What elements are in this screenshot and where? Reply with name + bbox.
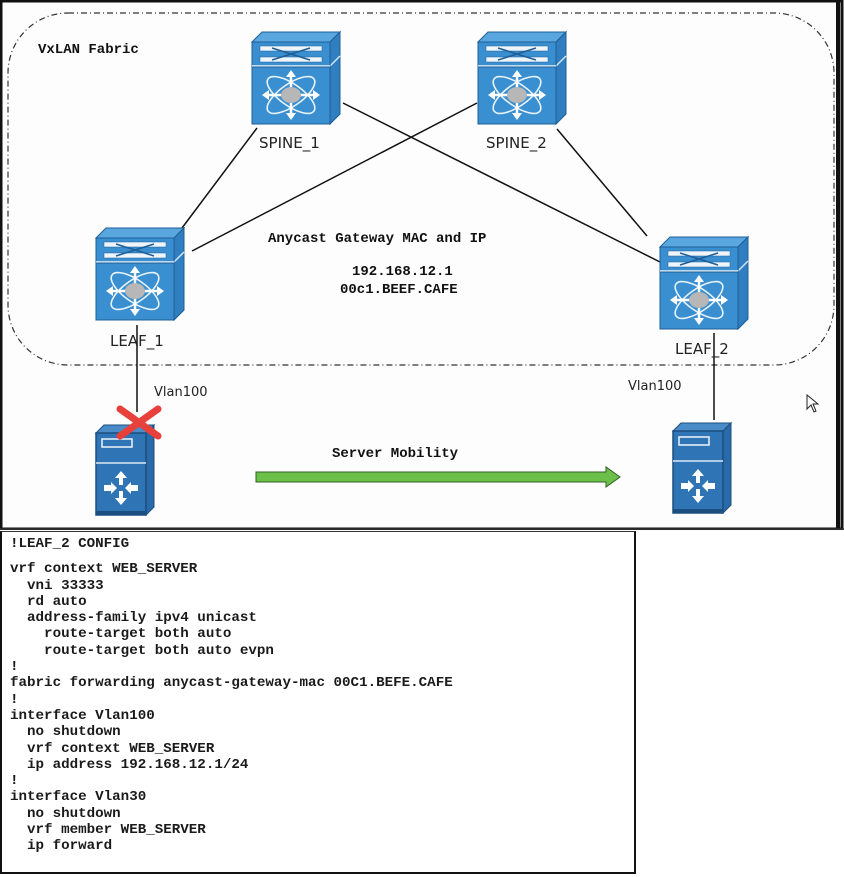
leaf1-label: LEAF_1 bbox=[110, 332, 164, 351]
leaf1-vlan-label: Vlan100 bbox=[154, 385, 208, 400]
link-spine1-leaf2 bbox=[342, 102, 661, 263]
fabric-label: VxLAN Fabric bbox=[38, 42, 139, 58]
mouse-pointer-icon bbox=[806, 394, 820, 413]
config-line: ip address 192.168.12.1/24 bbox=[10, 756, 249, 773]
config-line: no shutdown bbox=[10, 724, 121, 741]
spine1-label: SPINE_1 bbox=[259, 134, 320, 153]
config-code-block: !LEAF_2 CONFIG vrf context WEB_SERVER vni… bbox=[2, 532, 634, 855]
anycast-title: Anycast Gateway MAC and IP bbox=[268, 231, 487, 247]
leaf2-config-panel: !LEAF_2 CONFIG vrf context WEB_SERVER vni… bbox=[0, 531, 636, 874]
config-line: vrf member WEB_SERVER bbox=[10, 822, 206, 839]
leaf1-switch-icon[interactable] bbox=[94, 226, 186, 322]
topology-canvas: SPINE_1 SPINE_2 LEAF_1 LEAF_2 Vlan100 Vl… bbox=[0, 0, 844, 530]
config-line: route-target both auto bbox=[10, 626, 232, 643]
fabric-boundary bbox=[7, 12, 835, 366]
config-line: address-family ipv4 unicast bbox=[10, 610, 257, 627]
config-lines: vrf context WEB_SERVER vni 33333 rd auto… bbox=[10, 561, 634, 854]
config-line: fabric forwarding anycast-gateway-mac 00… bbox=[10, 675, 453, 692]
anycast-ip: 192.168.12.1 bbox=[352, 264, 453, 280]
spine1-switch-icon[interactable] bbox=[250, 30, 342, 126]
leaf2-vlan-label: Vlan100 bbox=[628, 379, 682, 394]
config-line: vrf context WEB_SERVER bbox=[10, 740, 215, 757]
config-line: ! bbox=[10, 773, 19, 790]
link-spine2-leaf1 bbox=[191, 102, 478, 252]
anycast-mac: 00c1.BEEF.CAFE bbox=[340, 282, 458, 298]
config-line: interface Vlan30 bbox=[10, 789, 147, 806]
config-line: route-target both auto evpn bbox=[10, 642, 274, 659]
link-spine1-leaf1 bbox=[181, 127, 258, 229]
server-mobility-label: Server Mobility bbox=[332, 446, 459, 462]
config-line: vrf context WEB_SERVER bbox=[10, 561, 198, 578]
mobility-arrow-icon bbox=[255, 466, 621, 488]
config-header: !LEAF_2 CONFIG bbox=[10, 536, 130, 552]
leaf2-switch-icon[interactable] bbox=[658, 235, 750, 331]
config-line: ! bbox=[10, 691, 19, 708]
spine2-label: SPINE_2 bbox=[486, 134, 547, 153]
config-line: no shutdown bbox=[10, 805, 121, 822]
config-line: ! bbox=[10, 659, 19, 676]
config-line: vni 33333 bbox=[10, 577, 104, 594]
leaf2-label: LEAF_2 bbox=[675, 340, 729, 359]
server2-icon[interactable] bbox=[672, 422, 732, 514]
topology-diagram: SPINE_1 SPINE_2 LEAF_1 LEAF_2 Vlan100 Vl… bbox=[0, 0, 844, 530]
config-line: ip forward bbox=[10, 838, 113, 855]
failure-x-icon bbox=[116, 405, 162, 440]
config-line: interface Vlan100 bbox=[10, 707, 155, 724]
config-line: rd auto bbox=[10, 593, 87, 610]
spine2-switch-icon[interactable] bbox=[476, 30, 568, 126]
link-spine2-leaf2 bbox=[556, 128, 648, 237]
server1-icon[interactable] bbox=[95, 424, 155, 516]
